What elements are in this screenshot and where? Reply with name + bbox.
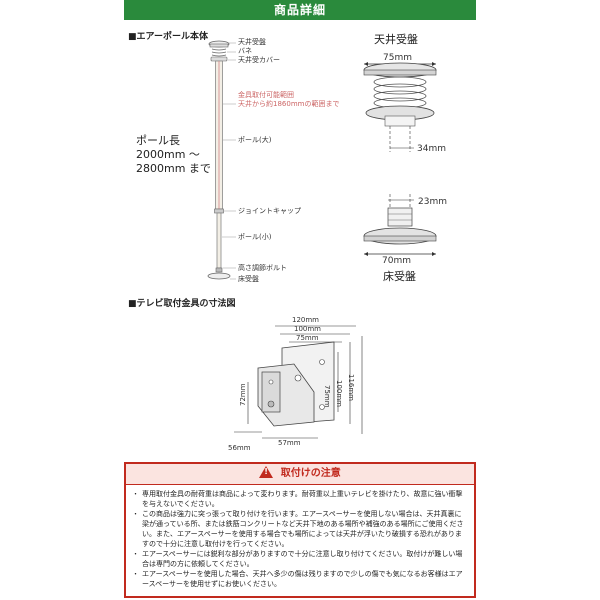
floor-plate-shape xyxy=(207,272,231,280)
caution-item: エアースペーサーを使用した場合、天井へ多少の傷は残りますので少しの傷でも気になる… xyxy=(132,569,468,589)
caution-item: エアースペーサーには鋭利な部分がありますので十分に注意し取り付けてください。取付… xyxy=(132,549,468,569)
warning-icon xyxy=(259,466,274,478)
floor-detail-title: 床受盤 xyxy=(383,270,416,283)
dim-75mm-horizontal: 75mm xyxy=(296,334,319,342)
ceiling-cover-shape xyxy=(210,56,228,62)
pole-section-title: ■エアーポール本体 xyxy=(128,32,208,42)
label-spring: バネ xyxy=(238,47,252,55)
dim-120mm: 120mm xyxy=(292,316,319,324)
caution-list: 専用取付金具の耐荷重は商品によって変わります。耐荷重以上重いテレビを掛けたり、故… xyxy=(126,489,474,589)
caution-header: 取付けの注意 xyxy=(126,464,474,485)
caution-title: 取付けの注意 xyxy=(280,468,341,479)
pole-small-shape xyxy=(216,212,222,269)
dim-100mm-horizontal: 100mm xyxy=(294,325,321,333)
label-pole-large: ポール(大) xyxy=(238,136,272,144)
label-range-line1: 金具取付可能範囲 xyxy=(238,91,294,99)
ceiling-detail-top-dim: 75mm xyxy=(383,53,412,63)
dim-75mm-vertical: 75mm xyxy=(323,385,331,408)
dim-72mm: 72mm xyxy=(239,383,247,406)
ceiling-detail-title: 天井受盤 xyxy=(374,33,418,46)
height-bolt-shape xyxy=(215,267,223,273)
dim-57mm: 57mm xyxy=(278,439,301,447)
label-floor-plate: 床受盤 xyxy=(238,275,259,283)
ceiling-plate-detail xyxy=(363,62,437,152)
caution-item: 専用取付金具の耐荷重は商品によって変わります。耐荷重以上重いテレビを掛けたり、故… xyxy=(132,489,468,509)
pole-length-line3: 2800mm まで xyxy=(136,162,211,175)
pole-diagram xyxy=(207,40,236,280)
spring-shape xyxy=(211,48,227,57)
label-ceiling-cover: 天井受カバー xyxy=(238,56,280,64)
floor-detail-pole-dim: 23mm xyxy=(418,197,447,207)
caution-item: この商品は強力に突っ張って取り付けを行います。エアースペーサーを使用しない場合は… xyxy=(132,509,468,549)
floor-detail-bottom-dim: 70mm xyxy=(382,256,411,266)
mount-section-title: ■テレビ取付金具の寸法図 xyxy=(128,299,236,309)
pole-length-line2: 2000mm ～ xyxy=(136,148,200,161)
dim-100mm-vertical: 100mm xyxy=(335,380,343,407)
page-header: 商品詳細 xyxy=(124,0,476,20)
label-joint-cap: ジョイントキャップ xyxy=(238,207,301,215)
mount-bracket-diagram xyxy=(234,325,363,439)
floor-plate-detail xyxy=(363,194,437,256)
pole-length-line1: ポール長 xyxy=(136,134,180,147)
caution-box: 取付けの注意 専用取付金具の耐荷重は商品によって変わります。耐荷重以上重いテレビ… xyxy=(124,462,476,598)
ceiling-detail-pole-dim: 34mm xyxy=(417,144,446,154)
dim-116mm: 116mm xyxy=(347,374,355,401)
dim-56mm: 56mm xyxy=(228,444,251,452)
label-ceiling-plate: 天井受盤 xyxy=(238,38,266,46)
label-pole-small: ポール(小) xyxy=(238,233,272,241)
label-range-line2: 天井から約1860mmの範囲まで xyxy=(238,100,340,108)
label-height-bolt: 高さ調節ボルト xyxy=(238,264,287,272)
joint-cap-shape xyxy=(214,208,224,214)
